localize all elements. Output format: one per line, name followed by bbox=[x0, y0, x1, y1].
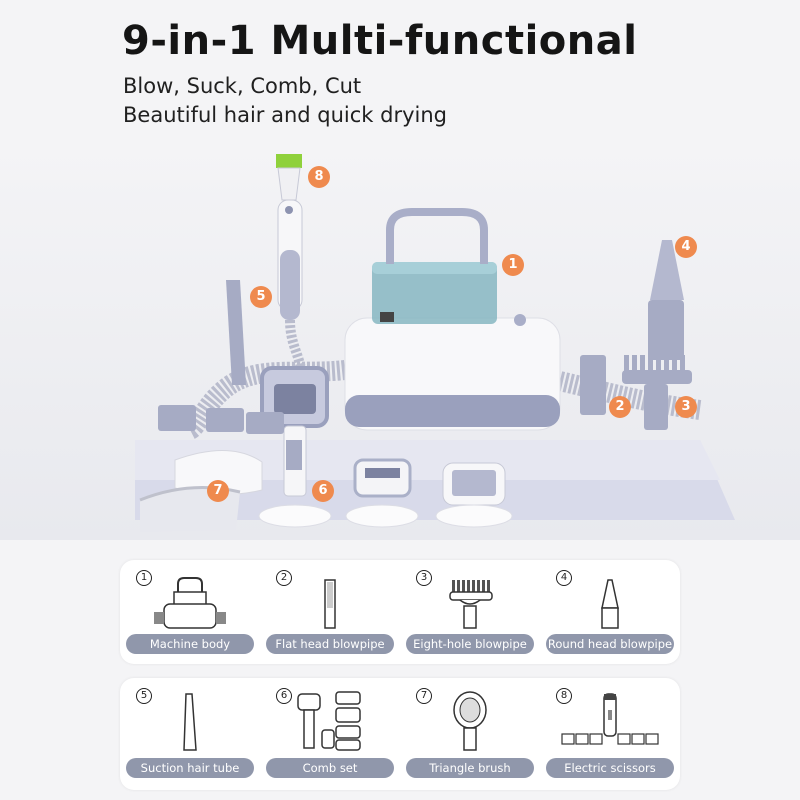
part-number: 6 bbox=[276, 688, 292, 704]
comb-attachment-b bbox=[435, 462, 513, 528]
part-number: 5 bbox=[136, 688, 152, 704]
part-number: 2 bbox=[276, 570, 292, 586]
part-number: 1 bbox=[136, 570, 152, 586]
part-number: 8 bbox=[556, 688, 572, 704]
scene-badge-2: 2 bbox=[609, 396, 631, 418]
part-number: 7 bbox=[416, 688, 432, 704]
scene-badge-3: 3 bbox=[675, 396, 697, 418]
part-item-flat-head-blowpipe: 2 Flat head blowpipe bbox=[260, 560, 400, 664]
scene-badge-7: 7 bbox=[207, 480, 229, 502]
right-hose bbox=[552, 370, 702, 420]
part-item-round-head-blowpipe: 4 Round head blowpipe bbox=[540, 560, 680, 664]
machine-body bbox=[344, 208, 561, 431]
part-item-triangle-brush: 7 Triangle brush bbox=[400, 678, 540, 790]
product-scene-illustration bbox=[0, 140, 800, 540]
round-head-blowpipe bbox=[650, 240, 684, 300]
part-number: 4 bbox=[556, 570, 572, 586]
part-label: Triangle brush bbox=[406, 758, 534, 778]
scene-badge-4: 4 bbox=[675, 236, 697, 258]
comb-set-icon bbox=[297, 691, 361, 751]
part-label: Flat head blowpipe bbox=[266, 634, 394, 654]
part-item-eight-hole-blowpipe: 3 Eight-hole blowpipe bbox=[400, 560, 540, 664]
part-label: Machine body bbox=[126, 634, 254, 654]
comb-attachment-a bbox=[345, 458, 419, 528]
parts-card-row-2: 5 Suction hair tube 6 Comb set 7 Triangl… bbox=[120, 678, 680, 790]
scene-badge-5: 5 bbox=[250, 286, 272, 308]
eight-hole-blowpipe bbox=[622, 355, 692, 430]
part-label: Electric scissors bbox=[546, 758, 674, 778]
part-label: Suction hair tube bbox=[126, 758, 254, 778]
part-item-machine-body: 1 Machine body bbox=[120, 560, 260, 664]
suction-hair-tube-icon bbox=[183, 693, 197, 751]
scene-badge-8: 8 bbox=[308, 166, 330, 188]
flat-head-blowpipe bbox=[580, 355, 606, 415]
suction-hair-tube bbox=[226, 280, 246, 385]
electric-scissors-icon bbox=[561, 693, 659, 745]
headline: 9-in-1 Multi-functional bbox=[122, 18, 638, 64]
subline-1: Blow, Suck, Comb, Cut bbox=[123, 74, 362, 98]
comb-set-piece bbox=[258, 366, 332, 528]
eight-hole-blowpipe-icon bbox=[449, 580, 493, 629]
subline-2: Beautiful hair and quick drying bbox=[123, 103, 448, 127]
flat-head-blowpipe-icon bbox=[324, 579, 336, 629]
triangle-brush-icon bbox=[453, 691, 487, 751]
scene-badge-6: 6 bbox=[312, 480, 334, 502]
part-item-suction-hair-tube: 5 Suction hair tube bbox=[120, 678, 260, 790]
part-label: Eight-hole blowpipe bbox=[406, 634, 534, 654]
part-label: Round head blowpipe bbox=[546, 634, 674, 654]
machine-body-icon bbox=[154, 577, 226, 629]
comb-guards bbox=[158, 405, 284, 434]
part-number: 3 bbox=[416, 570, 432, 586]
parts-card-row-1: 1 Machine body 2 Flat head blowpipe 3 Ei… bbox=[120, 560, 680, 664]
part-item-comb-set: 6 Comb set bbox=[260, 678, 400, 790]
part-item-electric-scissors: 8 Electric scissors bbox=[540, 678, 680, 790]
product-scene: 1 2 3 4 5 6 7 8 bbox=[0, 140, 800, 540]
scene-badge-1: 1 bbox=[502, 254, 524, 276]
round-head-blowpipe-icon bbox=[601, 579, 619, 629]
part-label: Comb set bbox=[266, 758, 394, 778]
